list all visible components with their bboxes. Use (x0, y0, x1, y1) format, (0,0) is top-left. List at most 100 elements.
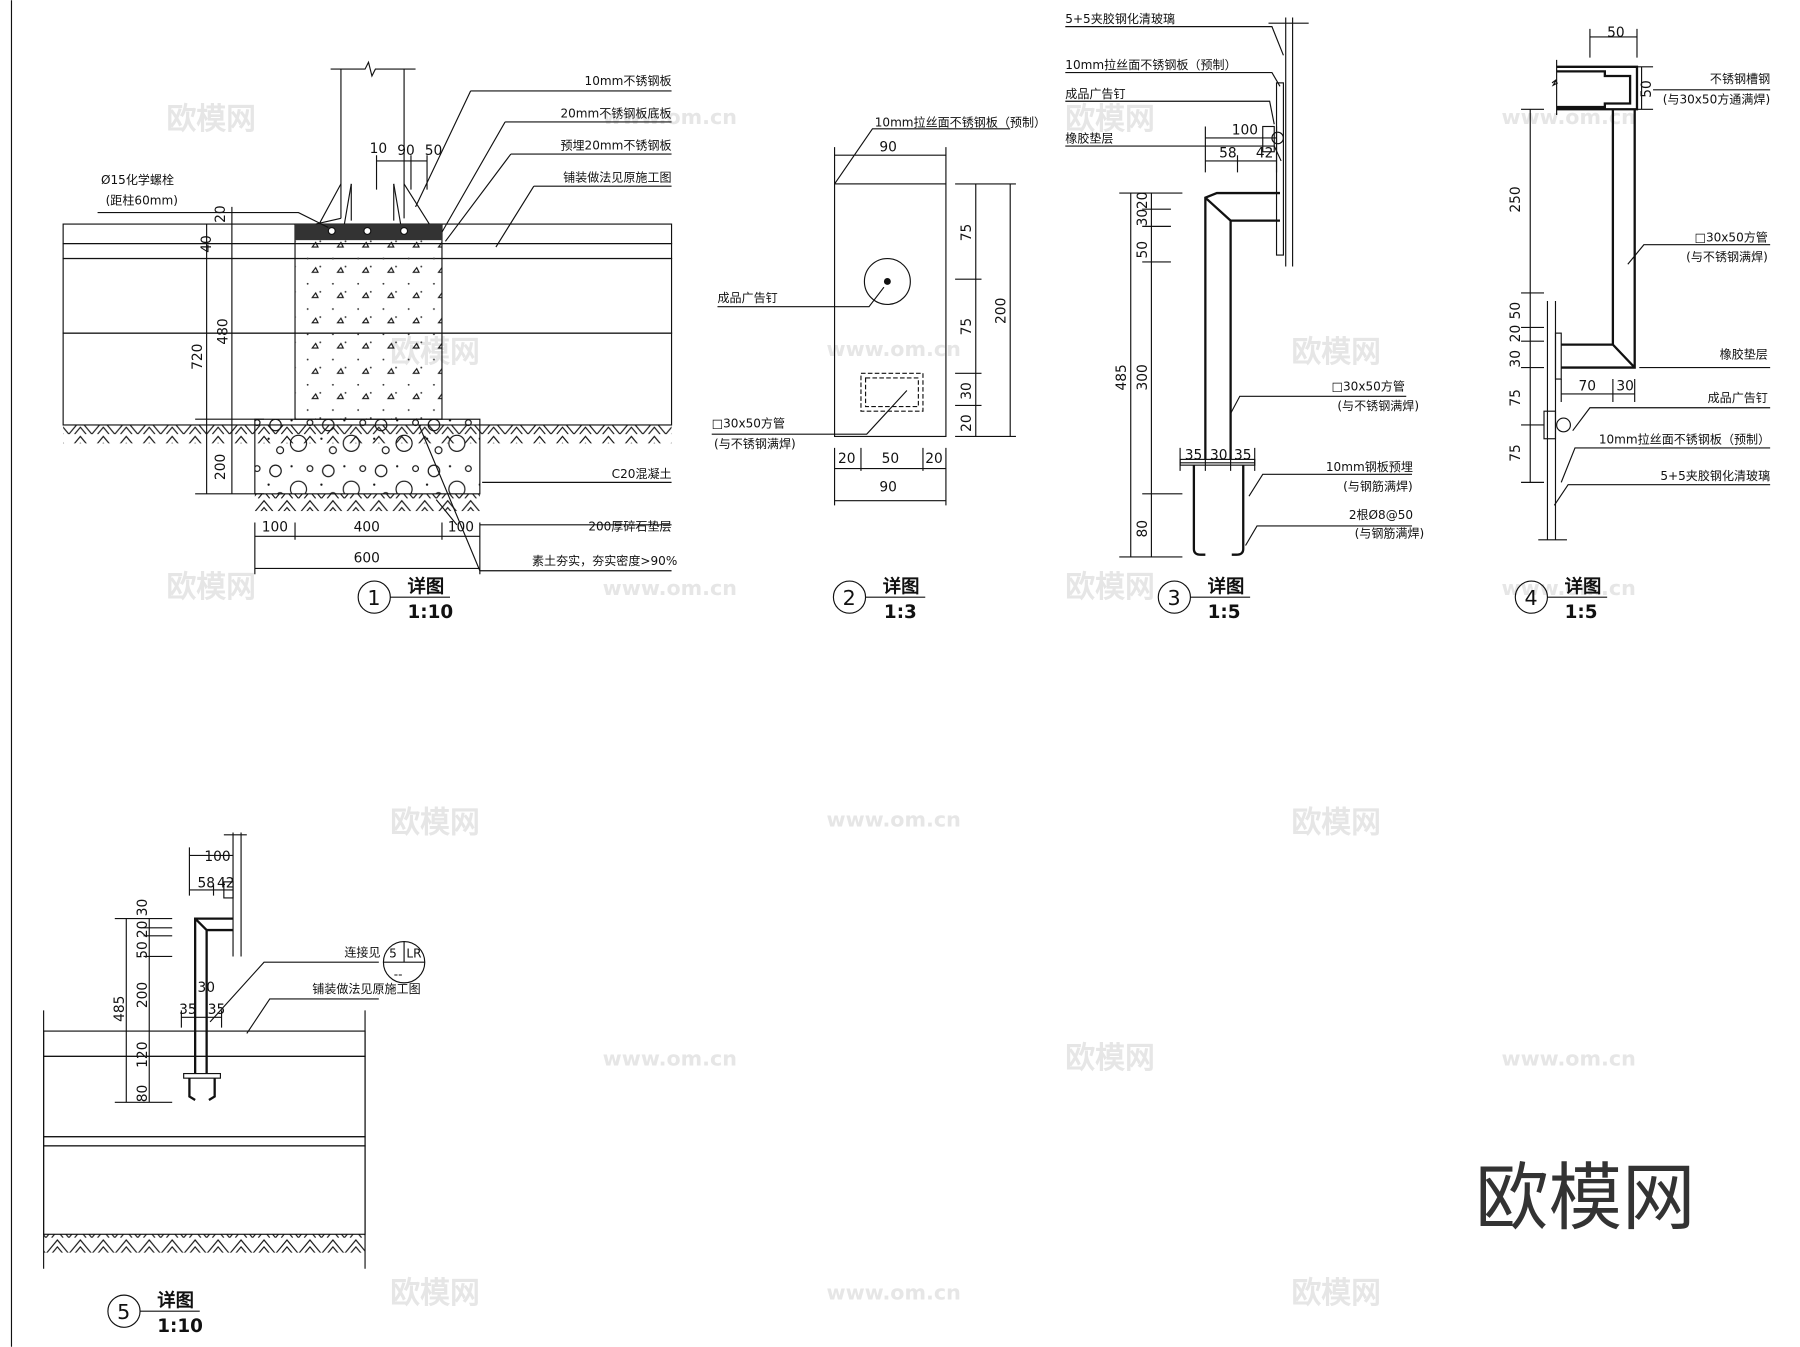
drawing-label: www.om.cn (1502, 1047, 1636, 1071)
drawing-label: www.om.cn (827, 808, 961, 832)
drawing-label: □30x50方管 (1695, 229, 1768, 244)
drawing-label: □30x50方管 (1332, 379, 1405, 394)
drawing-label: 5+5夹胶钢化清玻璃 (1065, 11, 1175, 26)
drawing-label: C20混凝土 (612, 466, 672, 481)
drawing-label: 50 (1639, 80, 1655, 98)
drawing-label: 30 (1135, 209, 1151, 227)
drawing-label: 35 (179, 1002, 197, 1018)
drawing-label: (与钢筋满焊) (1343, 478, 1413, 493)
drawing-label: 欧模网 (1291, 805, 1380, 840)
brand-watermark: 欧模网 (1475, 1156, 1695, 1241)
drawing-label: 欧模网 (1065, 1041, 1154, 1076)
drawing-label: (与不锈钢满焊) (714, 436, 796, 451)
drawing-label: 1 (367, 586, 380, 610)
drawing-label: 详图 (1208, 576, 1245, 598)
drawing-label: 480 (215, 318, 231, 344)
detail-2: 10mm拉丝面不锈钢板（预制） 90 成品广告钉 □30x50方管 (与不锈钢满… (712, 114, 1046, 622)
drawing-label: 30 (135, 899, 151, 917)
drawing-label: 100 (448, 520, 474, 536)
drawing-label: 欧模网 (166, 102, 255, 137)
drawing-label: 90 (397, 143, 415, 159)
drawing-label: 欧模网 (390, 1276, 479, 1311)
drawing-label: 橡胶垫层 (1065, 131, 1113, 146)
drawing-label: 50 (1607, 25, 1625, 41)
drawing-label: www.om.cn (603, 1047, 737, 1071)
drawing-label: 80 (1135, 520, 1151, 538)
drawing-label: 1:3 (884, 602, 917, 623)
drawing-label: 1:10 (408, 602, 454, 623)
drawing-label: 详图 (157, 1290, 194, 1312)
drawing-label: 50 (882, 451, 900, 467)
drawing-label: 10mm拉丝面不锈钢板（预制） (1065, 57, 1236, 72)
drawing-label: (与不锈钢满焊) (1686, 249, 1768, 264)
drawing-label: 75 (959, 224, 975, 242)
drawing-label: 预埋20mm不锈钢板 (560, 138, 671, 152)
drawing-label: □30x50方管 (712, 415, 785, 430)
drawing-label: 20 (838, 451, 856, 467)
detail-1: 10mm不锈钢板 20mm不锈钢板底板 预埋20mm不锈钢板 铺装做法见原施工图… (62, 60, 677, 623)
drawing-label: 10 (370, 141, 388, 157)
detail-4: 50 50 不锈钢槽钢 (与30x50方通满焊) □30x50方管 (与不锈钢满… (1508, 25, 1770, 623)
drawing-label: 720 (190, 344, 206, 370)
drawing-label: 欧模网 (390, 805, 479, 840)
drawing-label: 素土夯实，夯实密度>90% (532, 553, 677, 568)
drawing-label: 详图 (883, 576, 920, 598)
drawing-label: www.om.cn (827, 1281, 961, 1305)
drawing-label: 欧模网 (1291, 1276, 1380, 1311)
drawing-label: 10mm钢板预埋 (1326, 460, 1413, 474)
drawing-label: 58 (197, 876, 215, 892)
drawing-label: 欧模网 (166, 570, 255, 605)
drawing-label: 75 (959, 318, 975, 336)
drawing-label: 100 (1232, 123, 1258, 139)
drawing-label: 485 (1114, 364, 1130, 390)
drawing-label: 50 (1508, 302, 1524, 320)
drawing-label: 20 (213, 205, 229, 223)
drawing-label: 不锈钢槽钢 (1710, 72, 1770, 86)
drawing-label: 70 (1578, 379, 1596, 395)
drawing-label: 欧模网 (1291, 335, 1380, 370)
drawing-label: www.om.cn (603, 576, 737, 600)
drawing-label: LR (406, 947, 422, 961)
drawing-label: (与30x50方通满焊) (1663, 92, 1770, 107)
drawing-label: 35 (1234, 447, 1252, 463)
drawing-label: 铺装做法见原施工图 (563, 170, 671, 185)
drawing-label: 4 (1524, 586, 1537, 610)
drawing-label: 50 (1135, 241, 1151, 259)
drawing-label: 1:10 (157, 1316, 203, 1337)
drawing-label: 3 (1167, 586, 1180, 610)
drawing-label: 50 (425, 143, 443, 159)
drawing-label: 300 (1135, 364, 1151, 390)
drawing-label: 200 (213, 454, 229, 480)
drawing-label: Ø15化学螺栓 (101, 172, 174, 187)
drawing-label: 30 (959, 382, 975, 400)
drawing-label: 50 (135, 941, 151, 959)
drawing-label: 10mm拉丝面不锈钢板（预制） (1599, 431, 1770, 446)
drawing-label: 200 (135, 982, 151, 1008)
drawing-label: 成品广告钉 (1708, 391, 1768, 405)
drawing-label: 30 (1508, 350, 1524, 368)
drawing-label: 42 (217, 876, 235, 892)
drawing-label: www.om.cn (603, 105, 737, 129)
drawing-label: 42 (1256, 145, 1274, 161)
drawing-label: 5 (389, 947, 397, 961)
reference-symbol[interactable]: 5 LR -- (382, 940, 426, 984)
drawing-label: 1:5 (1565, 602, 1598, 623)
drawing-label: 详图 (408, 576, 445, 598)
drawing-label: 成品广告钉 (1065, 87, 1125, 101)
drawing-label: 400 (354, 520, 380, 536)
drawing-label: 1:5 (1208, 602, 1241, 623)
drawing-label: 5+5夹胶钢化清玻璃 (1660, 468, 1770, 483)
drawing-label: 90 (879, 480, 897, 496)
drawing-label: 详图 (1565, 576, 1602, 598)
drawing-label: 30 (1210, 447, 1228, 463)
drawing-label: (与不锈钢满焊) (1337, 398, 1419, 413)
drawing-label: 5 (117, 1300, 130, 1324)
drawing-label: 橡胶垫层 (1720, 346, 1768, 361)
drawing-label: www.om.cn (1502, 576, 1636, 600)
drawing-label: 欧模网 (1065, 570, 1154, 605)
detail-3: 5+5夹胶钢化清玻璃 10mm拉丝面不锈钢板（预制） 成品广告钉 橡胶垫层 □3… (1065, 11, 1424, 623)
drawing-label: 35 (1185, 447, 1203, 463)
drawing-label: 35 (208, 1002, 226, 1018)
drawing-label: 连接见 (344, 944, 380, 959)
drawing-label: 120 (135, 1042, 151, 1068)
